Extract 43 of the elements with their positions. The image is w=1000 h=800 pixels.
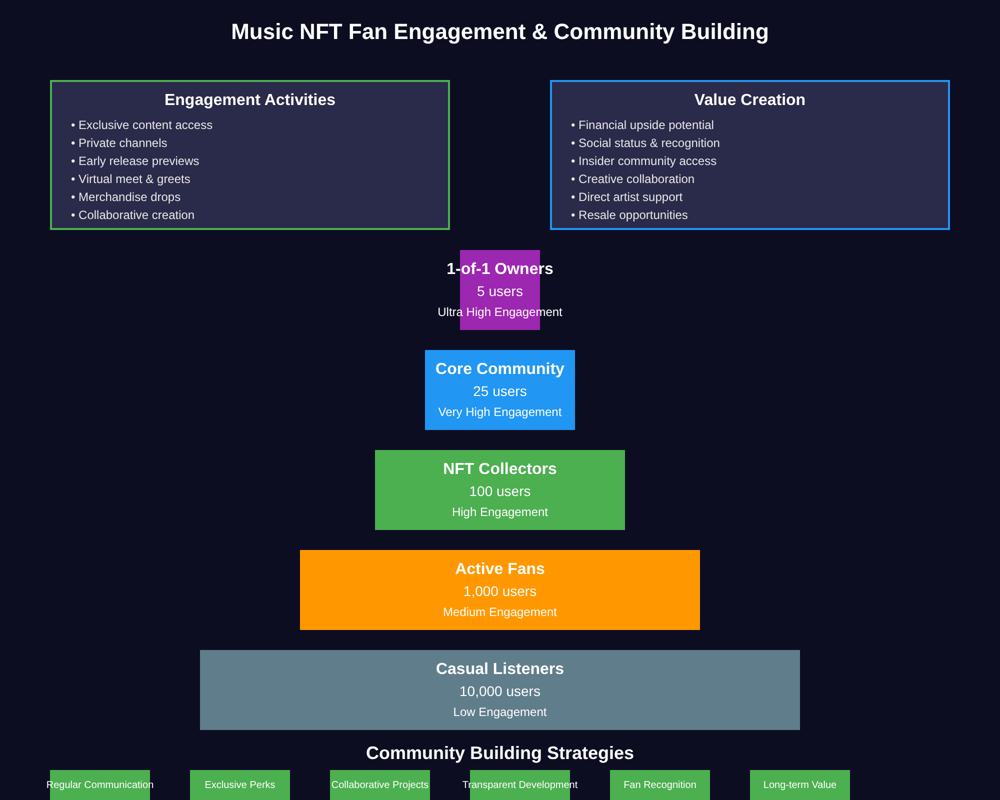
bullet-item: • Exclusive content access bbox=[71, 117, 213, 134]
strategy-label: Long-term Value bbox=[763, 780, 837, 790]
tier-block bbox=[300, 550, 700, 630]
tier-name: NFT Collectors bbox=[443, 461, 557, 479]
engagement-level: Very High Engagement bbox=[438, 405, 562, 419]
section-heading: Community Building Strategies bbox=[364, 743, 636, 764]
bullet-item: • Collaborative creation bbox=[71, 207, 195, 224]
bullet-item: • Early release previews bbox=[71, 153, 200, 170]
strategy-label: Collaborative Projects bbox=[331, 780, 429, 790]
bullet-item: • Direct artist support bbox=[571, 189, 683, 206]
tier-block bbox=[425, 350, 575, 430]
tier-block bbox=[375, 450, 625, 530]
panel-heading: Value Creation bbox=[693, 92, 807, 110]
bullet-item: • Insider community access bbox=[571, 153, 717, 170]
bullet-item: • Social status & recognition bbox=[571, 135, 720, 152]
strategy-box bbox=[750, 770, 850, 800]
bullet-item: • Financial upside potential bbox=[571, 117, 714, 134]
info-panel bbox=[550, 80, 950, 230]
user-count: 25 users bbox=[473, 383, 527, 399]
bullet-item: • Resale opportunities bbox=[571, 207, 688, 224]
bullet-item: • Private channels bbox=[71, 135, 168, 152]
tier-block bbox=[200, 650, 800, 730]
user-count: 10,000 users bbox=[460, 683, 540, 699]
engagement-level: High Engagement bbox=[452, 505, 548, 519]
info-panel bbox=[50, 80, 450, 230]
bullet-item: • Virtual meet & greets bbox=[71, 171, 190, 188]
user-count: 5 users bbox=[477, 283, 523, 299]
strategy-box bbox=[190, 770, 290, 800]
diagram-title: Music NFT Fan Engagement & Community Building bbox=[230, 19, 770, 45]
user-count: 1,000 users bbox=[463, 583, 537, 599]
user-count: 100 users bbox=[469, 483, 531, 499]
tier-name: Core Community bbox=[436, 361, 564, 379]
bullet-item: • Creative collaboration bbox=[571, 171, 695, 188]
tier-name: Active Fans bbox=[455, 561, 545, 579]
bullet-item: • Merchandise drops bbox=[71, 189, 181, 206]
strategy-box bbox=[330, 770, 430, 800]
strategy-label: Fan Recognition bbox=[624, 780, 696, 790]
engagement-level: Low Engagement bbox=[453, 705, 547, 719]
tier-name: Casual Listeners bbox=[436, 661, 564, 679]
strategy-box bbox=[610, 770, 710, 800]
panel-heading: Engagement Activities bbox=[163, 92, 336, 110]
engagement-level: Medium Engagement bbox=[442, 605, 558, 619]
strategy-label: Exclusive Perks bbox=[204, 780, 276, 790]
